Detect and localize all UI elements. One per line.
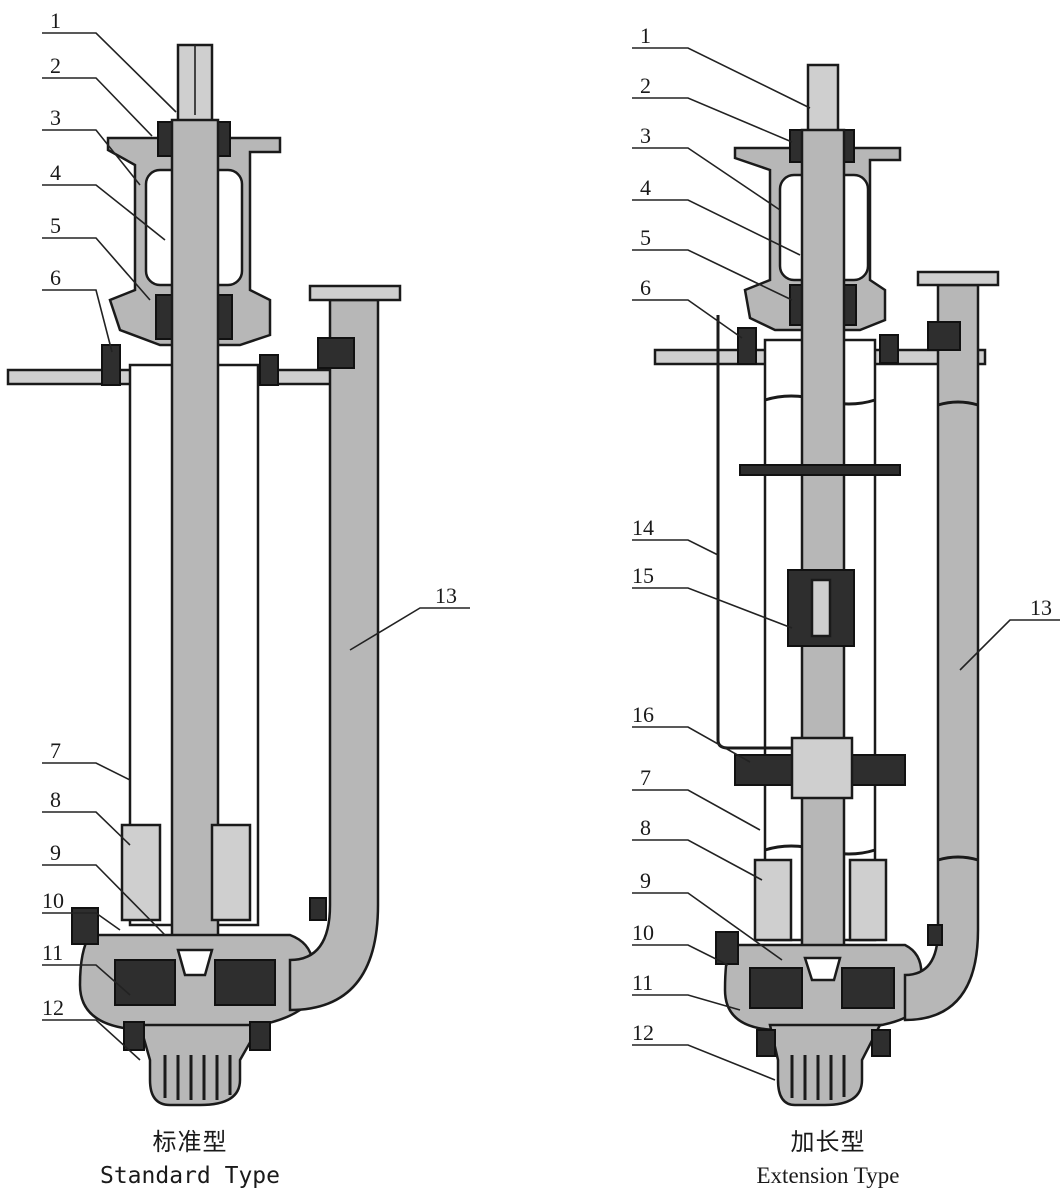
label-2: 2 xyxy=(50,53,61,78)
ext-label-5: 5 xyxy=(640,225,651,250)
label-7: 7 xyxy=(50,738,61,763)
ext-strainer xyxy=(768,1023,883,1107)
label-5: 5 xyxy=(50,213,61,238)
label-9: 9 xyxy=(50,840,61,865)
ext-discharge-pipe xyxy=(903,283,980,1022)
strainer-bolt-left xyxy=(123,1021,145,1051)
ext-discharge-flange xyxy=(916,270,1000,287)
discharge-pipe xyxy=(288,298,380,1012)
discharge-flange xyxy=(308,284,402,302)
strainer-bolt-right xyxy=(249,1021,271,1051)
ext-label-9: 9 xyxy=(640,868,651,893)
label-1: 1 xyxy=(50,8,61,33)
extension-type-pump: 1 2 3 4 5 6 14 15 16 7 8 9 10 11 12 13 加… xyxy=(632,23,1060,1188)
label-8: 8 xyxy=(50,787,61,812)
impeller-eye xyxy=(176,948,214,977)
label-13: 13 xyxy=(435,583,457,608)
ext-impeller-left xyxy=(749,967,803,1009)
ext-label-12: 12 xyxy=(632,1020,654,1045)
ext-label-4: 4 xyxy=(640,175,651,200)
ext-bush-left xyxy=(753,858,793,942)
caption-cn-standard: 标准型 xyxy=(153,1128,228,1156)
ext-bolt-left xyxy=(737,327,757,365)
ext-discharge-clamp xyxy=(927,321,961,351)
bush-right xyxy=(210,823,252,922)
ext-casing-bolt xyxy=(715,931,739,965)
ext-label-11: 11 xyxy=(632,970,653,995)
discharge-clamp xyxy=(317,337,355,369)
discharge-lower-bolt xyxy=(309,897,327,921)
ext-label-10: 10 xyxy=(632,920,654,945)
ext-impeller-right xyxy=(841,967,895,1009)
ext-bush-right xyxy=(848,858,888,942)
caption-en-extension: Extension Type xyxy=(757,1163,900,1188)
casing-bolt xyxy=(71,907,99,945)
ext-bolt-right xyxy=(879,334,899,364)
impeller-left xyxy=(114,959,176,1006)
label-10: 10 xyxy=(42,888,64,913)
caption-cn-extension: 加长型 xyxy=(791,1128,866,1156)
bolt-right xyxy=(259,354,279,386)
bush-left xyxy=(120,823,162,922)
ext-brace-upper xyxy=(739,464,901,476)
ext-label-13: 13 xyxy=(1030,595,1052,620)
caption-en-standard: Standard Type xyxy=(100,1163,280,1189)
ext-shaft-top xyxy=(806,63,840,137)
impeller-right xyxy=(214,959,276,1006)
ext-label-3: 3 xyxy=(640,123,651,148)
ext-label-2: 2 xyxy=(640,73,651,98)
ext-discharge-lower-bolt xyxy=(927,924,943,946)
ext-shaft xyxy=(800,128,846,982)
label-11: 11 xyxy=(42,940,63,965)
ext-label-14: 14 xyxy=(632,515,654,540)
standard-type-pump: 1 2 3 4 5 6 7 8 9 10 11 12 13 标准型 Standa… xyxy=(6,8,470,1189)
label-12: 12 xyxy=(42,995,64,1020)
ext-label-16: 16 xyxy=(632,702,654,727)
ext-strainer-bolt-left xyxy=(756,1029,776,1057)
ext-strainer-bolt-right xyxy=(871,1029,891,1057)
ext-label-8: 8 xyxy=(640,815,651,840)
ext-label-15: 15 xyxy=(632,563,654,588)
strainer xyxy=(138,1023,263,1107)
label-4: 4 xyxy=(50,160,61,185)
label-6: 6 xyxy=(50,265,61,290)
label-3: 3 xyxy=(50,105,61,130)
ext-label-7: 7 xyxy=(640,765,651,790)
ext-label-1: 1 xyxy=(640,23,651,48)
ext-label-6: 6 xyxy=(640,275,651,300)
